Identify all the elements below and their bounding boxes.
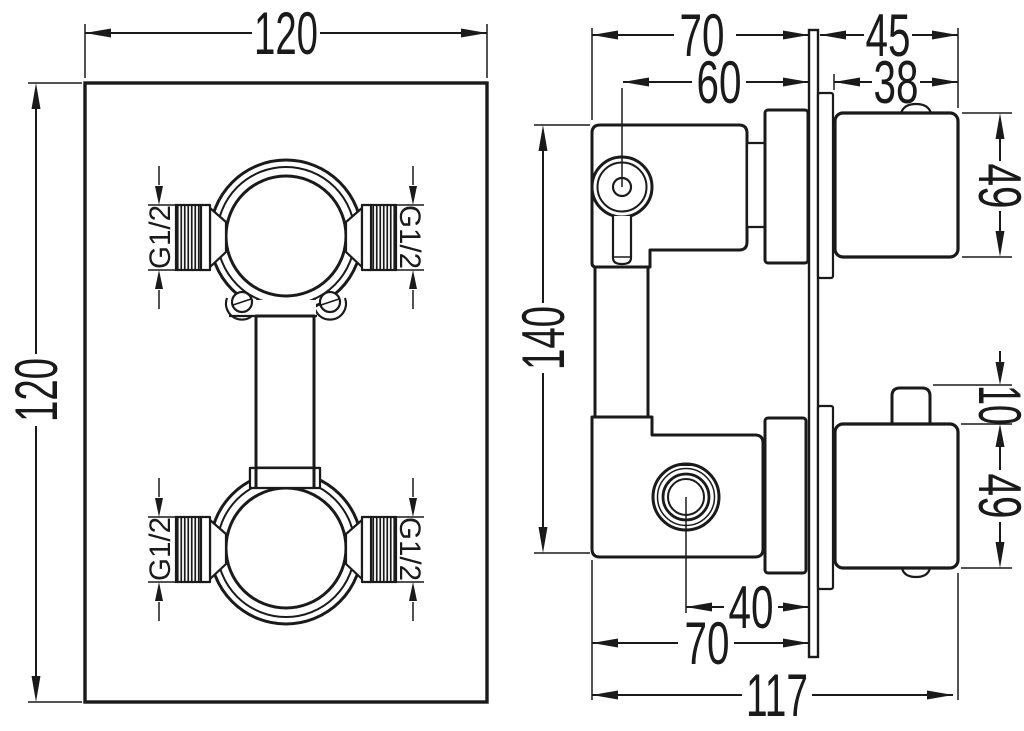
side-dim-knob-depth: 38: [833, 49, 958, 116]
side-trim-depth-label: 45: [866, 2, 911, 69]
screw-left: [230, 290, 254, 314]
side-dim-trim-depth: 45: [820, 2, 959, 108]
lower-escutcheon: [816, 404, 835, 591]
thread-label-bottom-left: G1/2: [144, 517, 177, 581]
front-dim-width: 120: [84, 0, 488, 78]
side-dim-depth-bottom: 70: [591, 560, 809, 700]
upper-flange: [763, 108, 810, 265]
side-dim-depth-top: 70: [591, 2, 809, 120]
front-view: 120 120: [3, 0, 489, 704]
side-knob-height-top-label: 49: [966, 164, 1024, 209]
side-pin-height-label: 10: [966, 385, 1024, 425]
wall-plate: [807, 28, 820, 659]
thread-label-top-right: G1/2: [393, 205, 426, 269]
side-body-height-label: 140: [510, 306, 577, 370]
side-knob-height-bottom-label: 49: [966, 474, 1024, 519]
side-dim-port-axis: 40: [685, 497, 809, 641]
side-port-axis-label: 40: [729, 574, 774, 641]
side-dim-knob-height-top: 49: [962, 112, 1024, 258]
side-dim-handle-axis: 60: [621, 49, 809, 187]
connecting-bar: [248, 314, 322, 490]
side-view: 140: [510, 2, 1024, 729]
side-lower-body: [590, 415, 765, 559]
lower-flange: [763, 416, 808, 575]
screw-right: [318, 290, 342, 314]
thread-label-bottom-right: G1/2: [393, 517, 426, 581]
down-duct: [593, 267, 650, 417]
side-dim-pin-height: 10: [933, 351, 1024, 447]
front-width-label: 120: [254, 0, 318, 67]
side-total-depth-label: 117: [746, 662, 808, 729]
lower-valve-body: [208, 466, 364, 626]
side-handle-axis-label: 60: [697, 49, 742, 116]
front-dim-height: 120: [3, 82, 82, 703]
side-knob-depth-label: 38: [874, 49, 919, 116]
side-dim-total-depth: 117: [592, 573, 959, 729]
side-dim-body-height: 140: [510, 124, 590, 554]
side-dim-knob-height-bottom: 49: [961, 447, 1024, 569]
side-upper-body: [590, 123, 767, 417]
side-depth-top-label: 70: [680, 2, 725, 69]
diverter-knob: [833, 386, 960, 579]
thread-label-top-left: G1/2: [144, 205, 177, 269]
front-height-label: 120: [3, 358, 70, 422]
side-depth-bottom-label: 70: [685, 610, 730, 677]
thermostat-knob: [833, 102, 960, 259]
upper-escutcheon: [816, 91, 835, 280]
upper-neck: [745, 141, 767, 229]
